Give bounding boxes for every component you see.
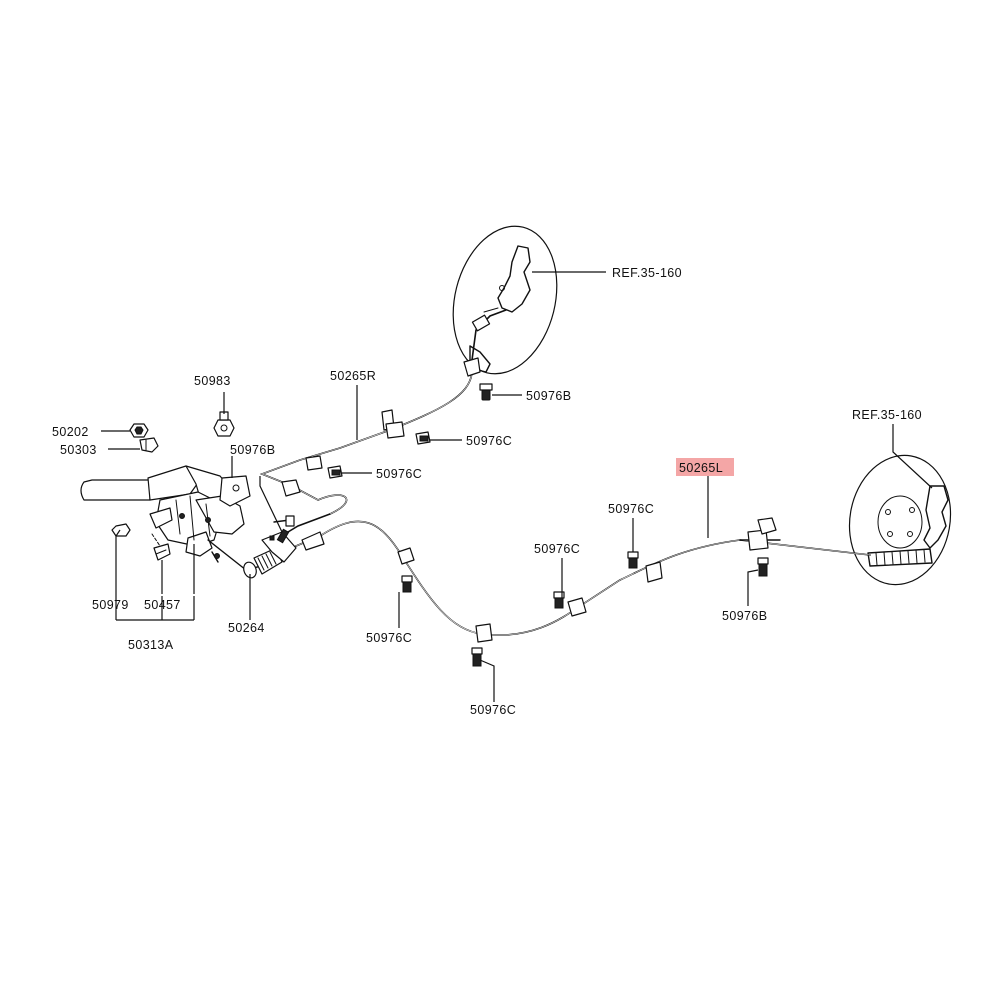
label-50265R: 50265R [330, 369, 376, 383]
label-50976C-a: 50976C [466, 434, 512, 448]
bolt-50976B-lever [276, 528, 290, 544]
label-50983: 50983 [194, 374, 231, 388]
leader-lines [101, 271, 933, 702]
lower-brake-backing-plate [848, 454, 952, 586]
cable-adjuster-50264 [243, 531, 297, 579]
rear-brake-cable-right [259, 357, 481, 533]
label-ref-lower: REF.35-160 [852, 408, 922, 422]
label-50976C-b: 50976C [376, 467, 422, 481]
label-50313A: 50313A [128, 638, 174, 652]
parking-brake-lever-assembly [80, 465, 251, 571]
label-50976C-d: 50976C [470, 703, 516, 717]
bolt-50976C-f [627, 551, 639, 569]
nut-50202-fastener [129, 423, 149, 438]
label-50979: 50979 [92, 598, 129, 612]
nut-50983-fastener [213, 411, 235, 437]
label-50457: 50457 [144, 598, 181, 612]
rear-brake-cable-left [295, 517, 871, 643]
upper-brake-backing-plate [452, 225, 558, 375]
label-50976C-e: 50976C [534, 542, 580, 556]
label-50976C-f: 50976C [608, 502, 654, 516]
part-labels: REF.35-160 REF.35-160 50265R 50265L 5098… [52, 266, 922, 717]
label-50976B-upper: 50976B [526, 389, 572, 403]
clip-50303-fastener [139, 437, 159, 453]
label-50265L: 50265L [679, 461, 723, 475]
label-50976B-right: 50976B [722, 609, 768, 623]
label-50202: 50202 [52, 425, 89, 439]
bolt-50976C-d [471, 647, 483, 667]
bolt-50979-fastener [111, 523, 131, 537]
clip-50457-fastener [151, 533, 171, 561]
label-50303: 50303 [60, 443, 97, 457]
bolt-50976B-upper [479, 383, 493, 401]
highlight-box [676, 458, 734, 476]
bolt-50976C-c [401, 575, 413, 593]
label-50976B-lever: 50976B [230, 443, 276, 457]
bolt-50976C-b [327, 465, 343, 479]
bolt-50976C-a [415, 431, 431, 445]
bolt-50976C-e [553, 591, 565, 609]
label-50976C-c: 50976C [366, 631, 412, 645]
bolt-50976B-right [757, 557, 769, 577]
label-50264: 50264 [228, 621, 265, 635]
label-ref-upper: REF.35-160 [612, 266, 682, 280]
